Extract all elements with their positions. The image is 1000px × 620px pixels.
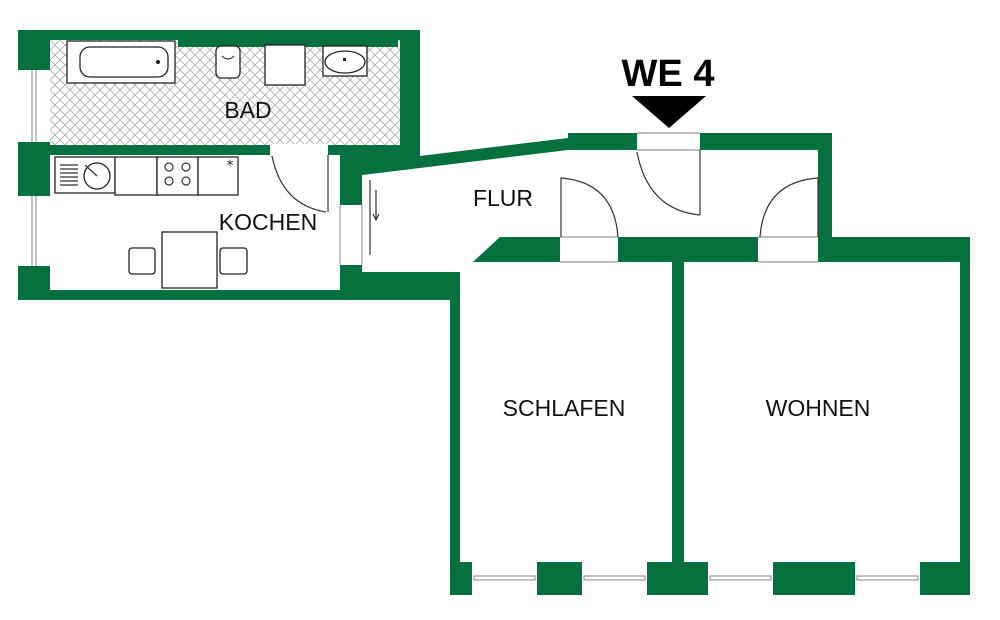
- toilet-icon: [215, 45, 241, 79]
- washbasin-icon: [322, 45, 368, 77]
- door-swing-wohnen: [759, 177, 819, 238]
- door-opening-kochen-flur: [339, 205, 363, 265]
- sliding-door-arrow-icon: [369, 180, 380, 255]
- room-schlafen: [460, 262, 672, 562]
- door-opening-entrance: [637, 132, 700, 151]
- window-schlafen-2: [582, 562, 647, 595]
- room-wohnen: [684, 262, 960, 562]
- svg-text:*: *: [227, 158, 234, 174]
- window-wohnen-1: [708, 562, 773, 595]
- window-bad: [18, 70, 50, 142]
- door-swing-entrance: [636, 150, 701, 216]
- window-wohnen-2: [855, 562, 920, 595]
- dining-table-icon: [161, 231, 218, 289]
- room-flur: [362, 150, 818, 272]
- label-bad: BAD: [224, 97, 271, 123]
- bathtub-icon: [66, 40, 176, 84]
- door-opening-wohnen: [758, 236, 818, 263]
- fridge-icon: *: [197, 156, 239, 196]
- label-wohnen: WOHNEN: [766, 395, 871, 421]
- door-opening-schlafen: [560, 236, 618, 263]
- door-opening-bad-kochen: [270, 144, 328, 156]
- stove-icon: [156, 156, 199, 196]
- label-kochen: KOCHEN: [219, 209, 317, 235]
- chair-right-icon: [219, 247, 248, 275]
- bad-wall-strip: [178, 39, 398, 47]
- kitchen-sink-icon: [54, 156, 116, 194]
- label-schlafen: SCHLAFEN: [503, 395, 626, 421]
- chair-left-icon: [128, 247, 156, 275]
- counter-icon: [114, 156, 158, 196]
- door-swing-schlafen: [560, 177, 619, 238]
- entrance-arrow-icon: [632, 96, 706, 128]
- unit-label: WE 4: [622, 53, 715, 95]
- window-schlafen-1: [472, 562, 537, 595]
- window-kochen: [18, 196, 50, 266]
- label-flur: FLUR: [473, 185, 533, 211]
- door-swing-bad: [271, 155, 329, 213]
- cabinet-icon: [264, 44, 306, 86]
